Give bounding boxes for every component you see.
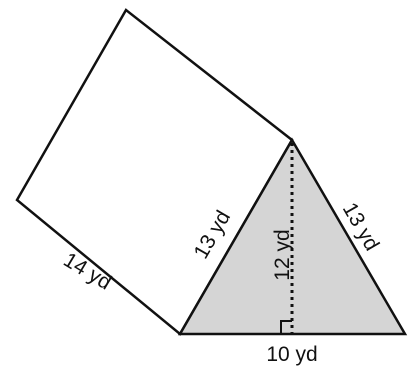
label-height: 12 yd: [271, 229, 294, 280]
right-angle-marker: [280, 320, 292, 334]
label-base: 10 yd: [266, 343, 317, 366]
